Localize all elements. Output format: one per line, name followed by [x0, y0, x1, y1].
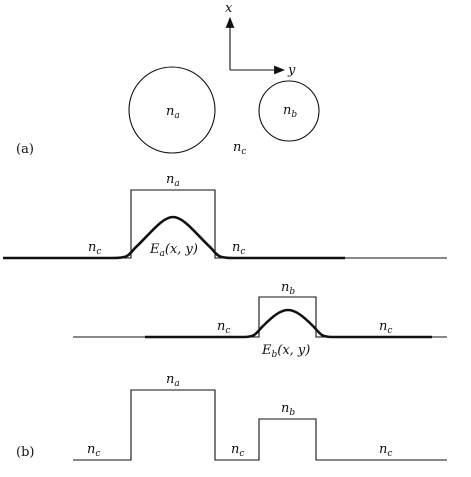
combined-a-label: na — [166, 372, 180, 389]
field-curve-b — [145, 308, 432, 339]
profile-a-top-label: na — [166, 172, 180, 189]
profile-b-top-label: nb — [281, 280, 295, 297]
y-axis-label: y — [287, 63, 296, 78]
cross-section: na nb nc (a) — [16, 66, 320, 157]
combined-c3-label: nc — [379, 442, 392, 459]
core-a-label: na — [166, 104, 180, 121]
profile-b: nb nc nc Eb(x, y) — [73, 280, 447, 360]
panel-label-b: (b) — [16, 445, 34, 460]
combined-c2-label: nc — [231, 442, 244, 459]
core-a-circle — [128, 66, 216, 154]
profile-b-left-label: nc — [217, 319, 230, 336]
field-b-label: Eb(x, y) — [261, 343, 310, 360]
combined-profile: na nb nc nc nc (b) — [16, 372, 447, 461]
core-b-circle — [258, 80, 320, 142]
field-a-label: Ea(x, y) — [149, 242, 198, 259]
profile-a-left-label: nc — [88, 240, 101, 257]
combined-c1-label: nc — [87, 442, 100, 459]
panel-label-a: (a) — [16, 142, 34, 157]
x-axis-label: x — [225, 1, 233, 16]
profile-a-right-label: nc — [232, 240, 245, 257]
index-profile-combined — [73, 389, 447, 461]
core-b-label: nb — [283, 103, 297, 120]
profile-b-right-label: nc — [379, 319, 392, 336]
cladding-label: nc — [233, 140, 246, 157]
index-profile-a — [3, 189, 447, 259]
field-curve-a — [3, 215, 345, 260]
profile-a: na nc nc Ea(x, y) — [3, 172, 447, 260]
combined-b-label: nb — [281, 401, 295, 418]
coordinate-axes: x y — [225, 1, 296, 78]
